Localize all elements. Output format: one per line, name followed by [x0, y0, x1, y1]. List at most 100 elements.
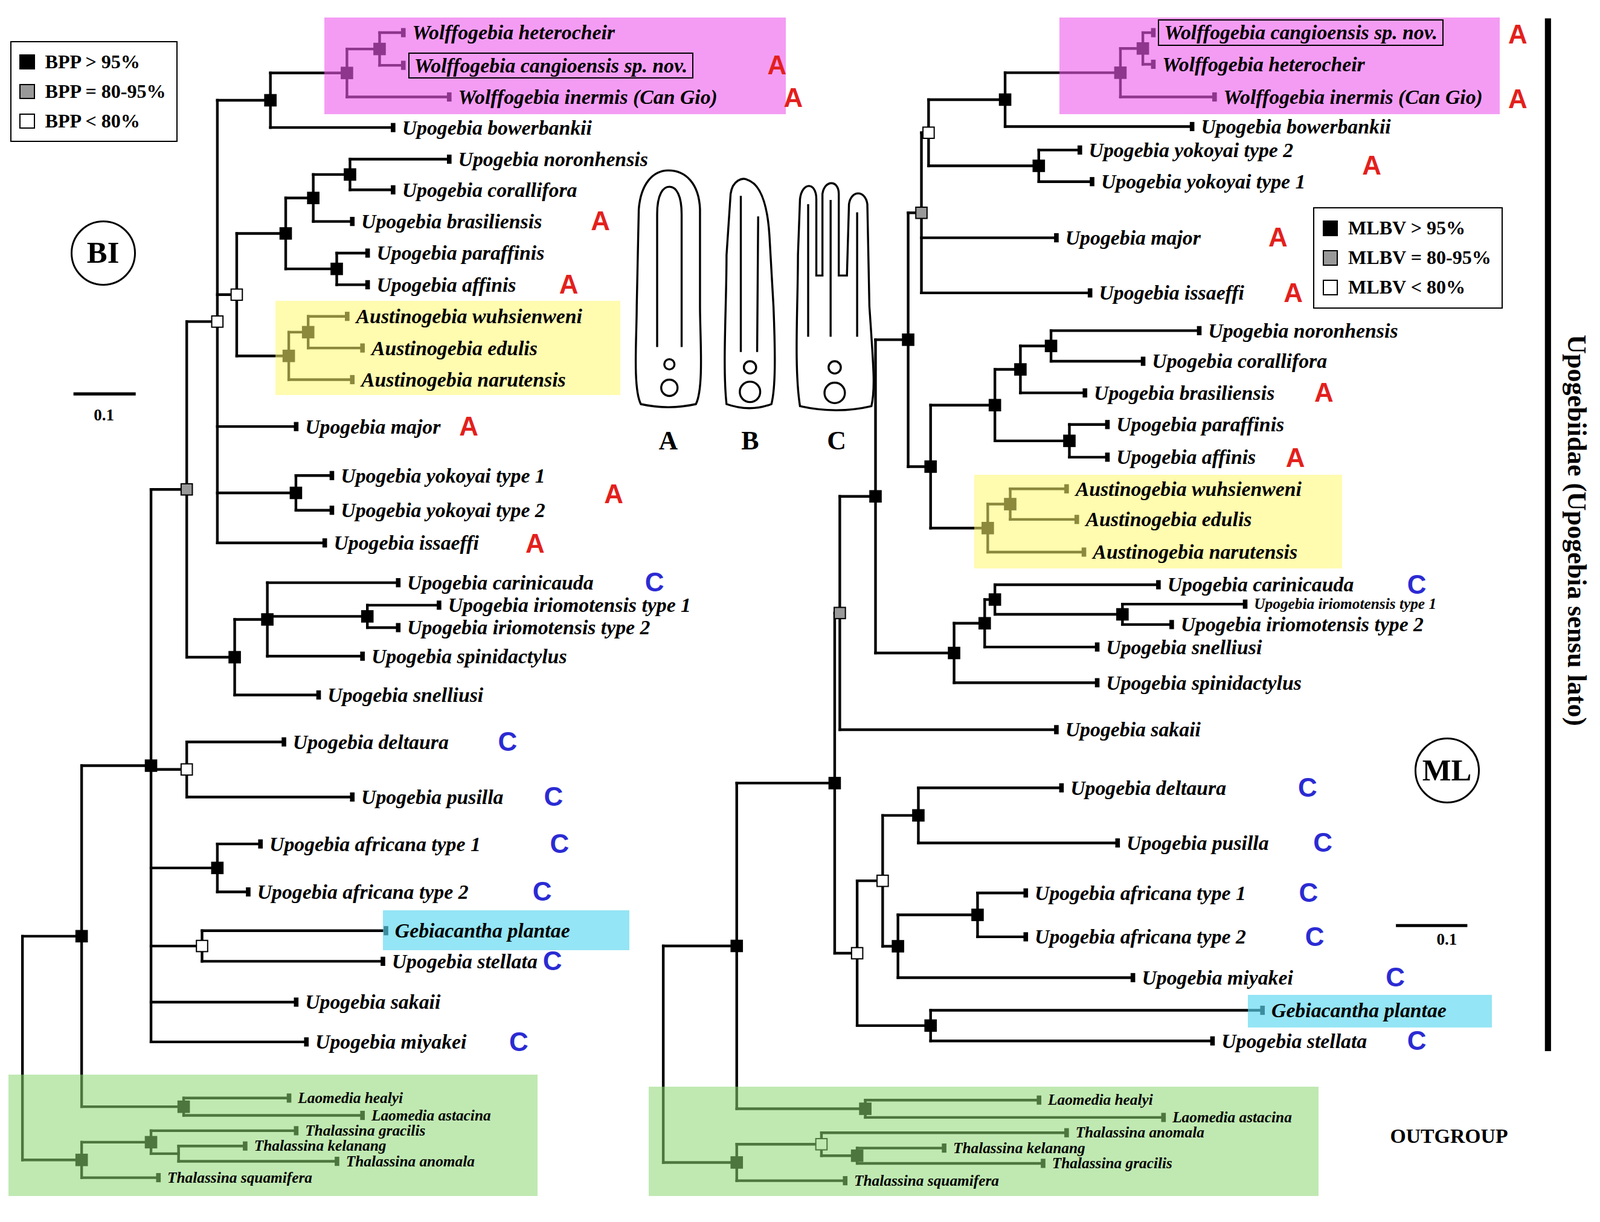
support-square	[877, 875, 889, 887]
tree-branch	[186, 795, 353, 798]
taxon-name: Upogebia corallifora	[402, 178, 578, 202]
family-label: Upogebiidae (Upogebia sensu lato)	[1561, 335, 1591, 727]
support-square	[1045, 340, 1058, 352]
taxon-name: Upogebia paraffinis	[376, 241, 545, 264]
tree-branch	[977, 935, 1025, 939]
pleopod-a-pore	[661, 379, 678, 396]
support-square	[264, 94, 277, 107]
pleopod-type-marker: A	[1285, 443, 1306, 473]
tip-marker	[1189, 122, 1195, 132]
pleopod-b-lobe	[741, 195, 759, 352]
tip-marker	[1053, 233, 1059, 243]
support-square	[971, 909, 984, 921]
tip-marker	[294, 422, 299, 432]
tree-branch	[1020, 391, 1085, 394]
support-square	[730, 940, 743, 952]
tree-branch	[1069, 423, 1108, 426]
new-species-box: Wolffogebia cangioensis sp. nov.	[1157, 19, 1443, 46]
tree-branch	[994, 583, 1158, 586]
taxon-name: Thalassina squamifera	[167, 1169, 313, 1187]
taxon-name: Upogebia miyakei	[1141, 966, 1293, 989]
tip-marker	[329, 505, 335, 515]
support-square	[181, 764, 193, 776]
legend-swatch	[19, 83, 35, 100]
tip-marker	[1169, 619, 1175, 629]
pleopod-type-marker: A	[604, 479, 624, 509]
tree-branch	[234, 693, 319, 696]
pleopod-type-marker: A	[459, 411, 479, 441]
taxon-name: Upogebia affinis	[376, 273, 516, 296]
taxon-name: Thalassina gracilis	[1052, 1154, 1173, 1172]
support-square	[76, 930, 88, 943]
taxon-name: Upogebia africana type 1	[1034, 881, 1247, 905]
taxon-name: Upogebia bowerbankii	[1200, 115, 1391, 138]
taxon-name: Upogebia iriomotensis type 2	[407, 616, 650, 639]
pleopod-type-marker: C	[1297, 773, 1318, 803]
legend-row: MLBV = 80-95%	[1322, 242, 1492, 273]
legend-swatch	[19, 113, 35, 129]
support-square	[307, 192, 319, 204]
taxon-name: Upogebia noronhensis	[458, 147, 649, 171]
tree-branch	[930, 1008, 1263, 1012]
tree-branch	[217, 541, 325, 545]
taxon-name: Upogebia iriomotensis type 1	[448, 593, 691, 617]
taxon-name: Upogebia spinidactylus	[371, 645, 568, 668]
tree-branch	[337, 283, 368, 286]
taxon-name: Laomedia astacina	[1172, 1108, 1292, 1126]
pleopod-b-pore	[744, 361, 757, 374]
support-square	[1116, 608, 1129, 621]
support-square	[344, 169, 356, 181]
taxon-name: Upogebia sakaii	[1065, 718, 1201, 741]
taxon-name: Upogebia spinidactylus	[1105, 671, 1302, 694]
pleopod-b	[724, 178, 775, 409]
support-square	[290, 487, 303, 499]
tree-branch	[367, 626, 399, 629]
taxon-name: Upogebia brasiliensis	[361, 210, 542, 233]
support-square	[924, 460, 937, 473]
tree-branch	[930, 1039, 1213, 1042]
taxon-name: Upogebia stellata	[391, 950, 538, 973]
tree-branch	[1050, 329, 1199, 332]
tree-branch	[1005, 125, 1192, 128]
taxon-name: Laomedia healyi	[297, 1089, 403, 1107]
pleopod-type-marker: C	[532, 877, 553, 907]
taxon-name: Upogebia deltaura	[292, 730, 449, 754]
taxon-name: Wolffogebia inermis (Can Gio)	[458, 85, 718, 109]
pleopod-type-marker: A	[783, 83, 803, 113]
support-square	[999, 94, 1012, 106]
scale-bar	[73, 392, 136, 396]
legend-text: MLBV > 95%	[1348, 217, 1466, 239]
tip-marker	[1197, 326, 1202, 336]
taxon-name: Thalassina anomala	[346, 1153, 475, 1170]
pleopod-b-pore	[739, 381, 761, 403]
tree-branch	[994, 439, 1070, 443]
pleopod-a-pore	[664, 359, 675, 370]
tree-branch	[857, 1024, 931, 1027]
clade-highlight: Gebiacantha plantae	[1247, 994, 1492, 1028]
support-square	[892, 940, 904, 952]
pleopod-a	[636, 170, 702, 408]
tree-branch	[1050, 359, 1143, 363]
tree-branch	[994, 613, 1123, 616]
tree-branch	[984, 645, 1097, 649]
taxon-name: Upogebia yokoyai type 2	[1089, 138, 1294, 162]
taxon-name: Upogebia yokoyai type 1	[1101, 170, 1306, 193]
tree-branch	[839, 728, 1056, 731]
support-square	[361, 610, 374, 623]
tree-branch	[217, 425, 296, 428]
support-square	[1063, 435, 1076, 447]
pleopod-type-marker: A	[1268, 222, 1288, 252]
taxon-name: Austinogebia edulis	[1085, 507, 1253, 531]
tip-marker	[1243, 599, 1248, 609]
pleopod-type-marker: C	[645, 567, 665, 597]
taxon-name: Upogebia snelliusi	[327, 683, 484, 707]
taxon-name: Gebiacantha plantae	[395, 919, 571, 942]
phylogenetic-tree	[22, 27, 1265, 1186]
pleopod-type-marker: A	[590, 206, 611, 236]
taxon-name: Wolffogebia heterocheir	[412, 21, 615, 44]
clade-highlight: Austinogebia wuhsienweniAustinogebia edu…	[275, 300, 621, 395]
support-square	[979, 617, 991, 630]
figure-letter: B	[741, 426, 759, 456]
tree-branch	[898, 913, 978, 916]
taxon-name: Upogebia snelliusi	[1105, 636, 1262, 659]
